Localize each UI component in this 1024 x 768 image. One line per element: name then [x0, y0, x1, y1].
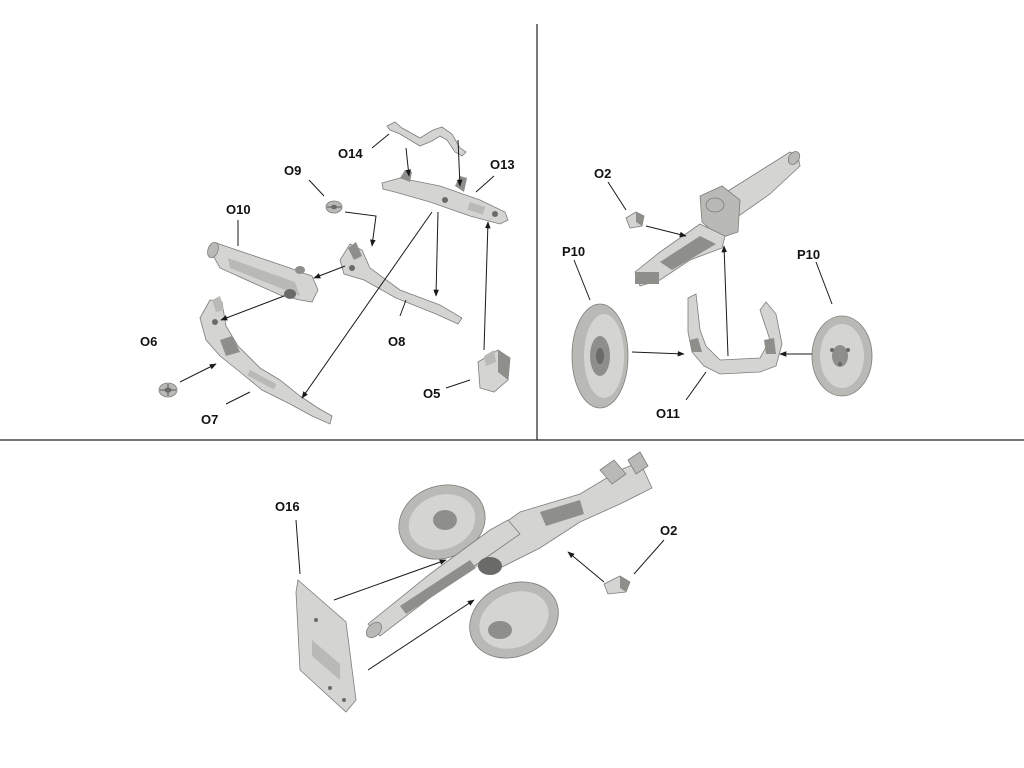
- panel-step-1: O14 O13 O9 O10 O8 O6 O7 O5: [140, 121, 515, 427]
- part-o6: [158, 382, 178, 398]
- part-o11: [687, 293, 783, 375]
- part-o16: [295, 579, 357, 713]
- part-o5: [477, 349, 511, 393]
- assembled-wheel-lower: [469, 581, 559, 659]
- label-o14: O14: [338, 146, 363, 161]
- assembled-carriage: [469, 451, 653, 569]
- label-o16: O16: [275, 499, 300, 514]
- part-o13: [381, 170, 509, 225]
- part-o2-bottom: [603, 575, 631, 595]
- label-p10-left: P10: [562, 244, 585, 259]
- part-o10: [207, 241, 319, 303]
- label-o9: O9: [284, 163, 301, 178]
- panel-step-2: O2 P10 P10 O11: [562, 151, 873, 421]
- panel-step-3: O16 O2: [275, 451, 677, 713]
- part-p10-right: [811, 315, 873, 397]
- part-o8: [339, 242, 463, 325]
- part-o9: [325, 200, 343, 214]
- label-o2-bottom: O2: [660, 523, 677, 538]
- label-o10: O10: [226, 202, 251, 217]
- label-o7: O7: [201, 412, 218, 427]
- label-o8: O8: [388, 334, 405, 349]
- howitzer-upper-assembly: [634, 151, 801, 287]
- label-o5: O5: [423, 386, 440, 401]
- part-o2-top: [625, 211, 645, 229]
- part-p10-left: [571, 303, 629, 409]
- label-p10-right: P10: [797, 247, 820, 262]
- label-o2-top: O2: [594, 166, 611, 181]
- part-o14: [386, 121, 467, 157]
- part-o7: [199, 296, 333, 425]
- assembled-barrel: [365, 519, 521, 639]
- label-o6: O6: [140, 334, 157, 349]
- label-o11: O11: [656, 406, 680, 421]
- label-o13: O13: [490, 157, 515, 172]
